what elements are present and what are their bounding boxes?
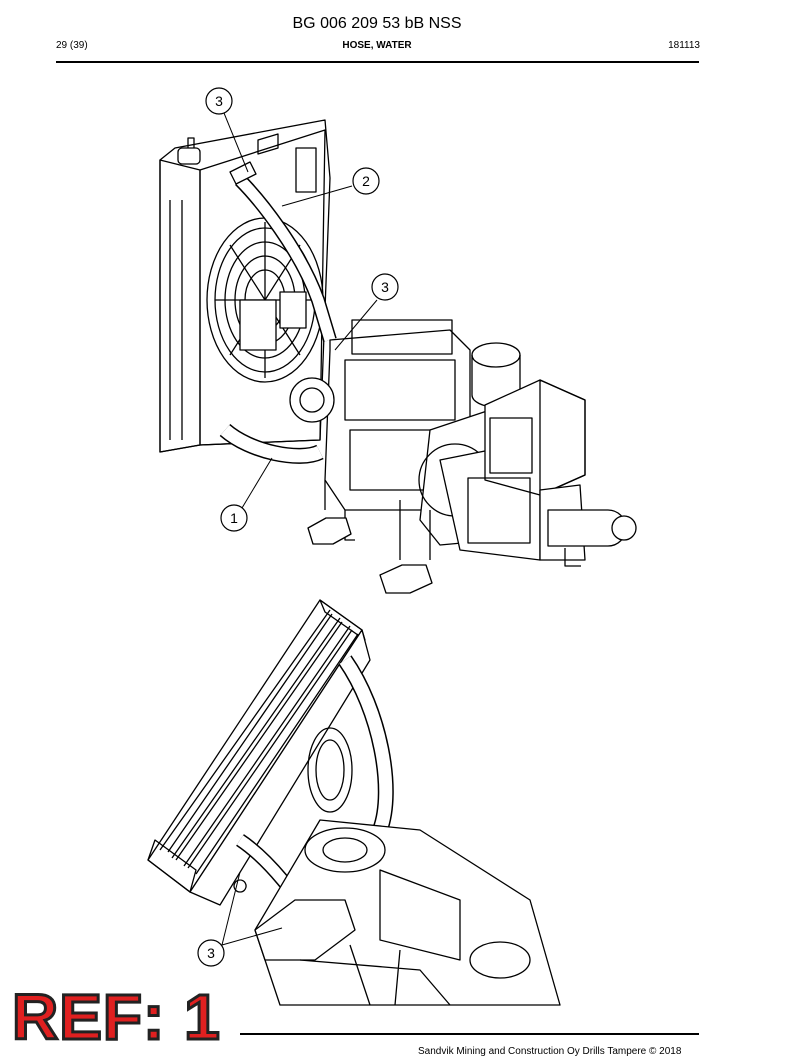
callout-balloon: 1: [220, 504, 248, 532]
leader-line: [281, 185, 353, 207]
section-title: HOSE, WATER: [342, 40, 412, 51]
leader-line: [221, 927, 283, 946]
callout-number: 2: [362, 173, 370, 189]
callout-balloon: 3: [197, 939, 225, 967]
callout-number: 3: [215, 93, 223, 109]
engine-upper: [289, 319, 637, 594]
leader-line: [223, 112, 249, 173]
document-title: BG 006 209 53 bB NSS: [292, 15, 462, 32]
callout-balloon: 3: [371, 273, 399, 301]
water-hose-2: [229, 161, 337, 343]
callout-number: 3: [381, 279, 389, 295]
callout-balloon: 2: [352, 167, 380, 195]
ref-label: REF: 1: [11, 981, 222, 1053]
leader-line: [221, 871, 241, 946]
page-number: 29 (39): [56, 40, 88, 51]
footer-rule: [240, 1033, 699, 1035]
engine-lower: [233, 819, 561, 1006]
callout-number: 1: [230, 510, 238, 526]
document-date: 181113: [668, 40, 700, 51]
footer-copyright: Sandvik Mining and Construction Oy Drill…: [418, 1046, 682, 1057]
leader-line: [241, 457, 273, 509]
callout-number: 3: [207, 945, 215, 961]
fan-lower: [307, 727, 353, 813]
header-rule: [56, 61, 699, 63]
callout-balloon: 3: [205, 87, 233, 115]
water-hose-1: [219, 423, 324, 464]
radiator-lower: [147, 599, 371, 906]
leader-line: [334, 299, 378, 351]
fan-upper: [206, 217, 324, 383]
